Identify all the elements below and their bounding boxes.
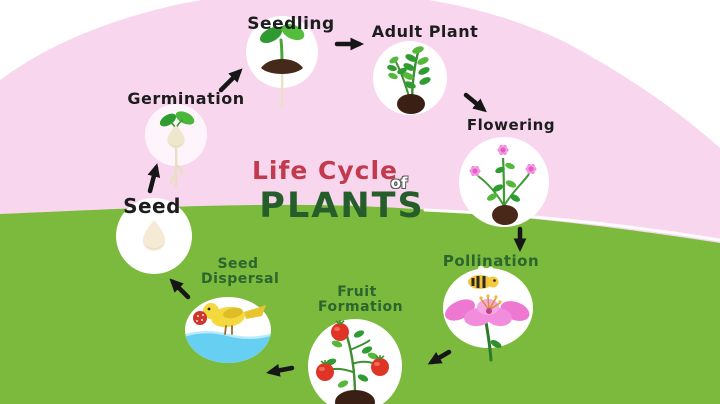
stage-label-seed-dispersal: Seed Dispersal (201, 256, 280, 288)
stage-adult-plant (373, 41, 447, 115)
stage-label-flowering: Flowering (466, 116, 556, 134)
tomato-plant-icon (316, 320, 389, 404)
grass-highlight-line (423, 208, 720, 242)
arrow-germination-to-seedling-icon (218, 68, 243, 93)
bird-with-berry-icon (185, 303, 271, 363)
flowering-plant-icon (469, 145, 537, 225)
stage-seed (116, 198, 192, 274)
stage-label-adult-plant: Adult Plant (371, 22, 479, 41)
stage-flowering (459, 137, 549, 227)
adult-plant-icon (387, 46, 431, 114)
arrow-seed-dispersal-to-seed-icon (169, 278, 191, 300)
tomato-fruit (316, 320, 389, 381)
cycle-arrows (147, 37, 527, 377)
diagram-title-connector: of (390, 174, 408, 192)
stage-label-seed: Seed (123, 194, 181, 218)
stage-label-pollination: Pollination (442, 252, 540, 270)
bee-and-flower-icon (445, 265, 530, 362)
seedling-sprout-icon (259, 23, 305, 108)
arrow-pollination-to-fruit-formation-icon (427, 349, 452, 365)
stage-seedling (246, 16, 318, 108)
seed-icon (142, 220, 166, 251)
arrow-fruit-formation-to-seed-dispersal-icon (266, 364, 295, 377)
sprouting-seed-icon (159, 111, 195, 189)
stage-label-fruit-formation: Fruit Formation (318, 284, 404, 316)
stage-seed-dispersal (185, 297, 271, 363)
stage-pollination (443, 265, 533, 362)
stage-label-seedling: Seedling (247, 14, 335, 34)
stage-label-germination: Germination (127, 89, 245, 108)
bee-icon (468, 265, 499, 289)
arrow-adult-plant-to-flowering-icon (463, 92, 487, 113)
arrow-seed-to-germination-icon (147, 163, 161, 194)
stage-fruit-formation (308, 319, 402, 404)
stage-germination (145, 104, 207, 189)
fruit-formation-stage-circle (308, 319, 402, 404)
diagram-title-line1: Life Cycle (251, 156, 399, 185)
diagram-title-line2: PLANTS (259, 186, 425, 226)
